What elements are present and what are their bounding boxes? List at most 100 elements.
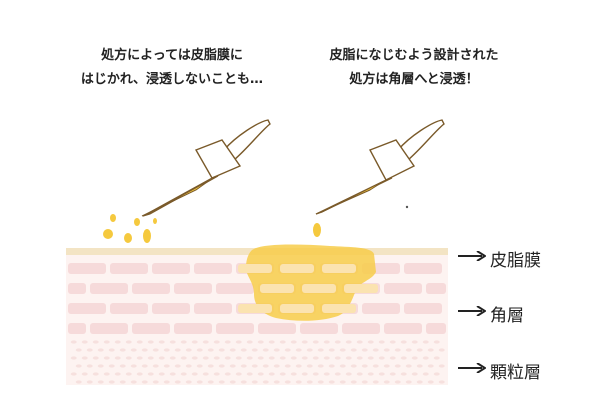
granular-dot [284,348,291,352]
granular-dot [328,380,335,384]
dropper-right [315,119,445,215]
granular-dot [273,364,280,368]
granular-dot [114,356,121,360]
granular-dot [202,340,209,344]
granular-dot [427,348,434,352]
granular-dot [147,372,154,376]
granular-dot [158,340,165,344]
skin-brick [174,283,212,294]
skin-brick [90,283,128,294]
granular-dot [141,348,148,352]
granular-dot [334,372,341,376]
granular-dot [378,340,385,344]
granular-dot [158,372,165,376]
granular-dot [86,348,93,352]
granular-dot [378,356,385,360]
granular-dot [361,348,368,352]
caption-right-line-2: 処方は角層へと浸透！ [349,72,479,87]
granular-dot [235,340,242,344]
granular-dot [229,364,236,368]
granular-dot [328,348,335,352]
granular-dot [438,364,445,368]
granular-dot [301,372,308,376]
granular-dot [125,340,132,344]
label-granular-text: 顆粒層 [490,363,541,383]
granular-dot [411,372,418,376]
granular-dot [257,372,264,376]
granular-dot [119,380,126,384]
caption-left-line-2: はじかれ、浸透しないことも… [80,72,264,87]
granular-dot [394,380,401,384]
granular-dot [92,372,99,376]
granular-dot [361,380,368,384]
skin-brick [404,263,442,274]
granular-dot [306,348,313,352]
granular-dot [367,340,374,344]
granular-dot [422,372,429,376]
granular-dot [405,348,412,352]
granular-dot [372,348,379,352]
skin-brick [132,283,170,294]
granular-dot [207,348,214,352]
granular-dot [312,340,319,344]
granular-dot [411,356,418,360]
granular-dot [257,356,264,360]
skin-brick [152,263,190,274]
skin-brick [68,283,86,294]
skin-brick [362,303,400,314]
granular-dot [251,348,258,352]
granular-dot [273,348,280,352]
granular-dot [185,380,192,384]
granular-dot [240,364,247,368]
skin-brick [216,283,254,294]
granular-dot [339,364,346,368]
granular-dot [213,356,220,360]
granular-dot [158,356,165,360]
granular-dot [163,364,170,368]
granular-dot [273,380,280,384]
skin-brick [68,303,106,314]
granular-dot [141,364,148,368]
granular-dot [174,364,181,368]
oil-brick [322,264,356,273]
granular-dot [383,364,390,368]
caption-right-line-1: 皮脂になじむよう設計された [329,48,499,63]
granular-dot [130,364,137,368]
granular-dot [367,356,374,360]
granular-dot [356,372,363,376]
granular-dot [213,340,220,344]
label-granular: 顆粒層 [458,358,541,383]
granular-dot [290,356,297,360]
granular-dot [284,364,291,368]
granular-dot [196,364,203,368]
granular-dot [169,340,176,344]
oil-brick [260,284,294,293]
granular-dot [70,356,77,360]
granular-dot [130,380,137,384]
skin-brick [384,283,422,294]
granular-dot [191,372,198,376]
granular-dot [163,380,170,384]
granular-dot [152,364,159,368]
skin-brick [68,323,86,334]
granular-dot [400,340,407,344]
caption-right: 皮脂になじむよう設計された 処方は角層へと浸透！ [294,44,534,92]
skin-brick [216,323,254,334]
granular-dot [246,372,253,376]
granular-dot [97,364,104,368]
granular-dot [141,380,148,384]
granular-dot [70,340,77,344]
granular-dot [81,356,88,360]
granular-dot [152,348,159,352]
skin-brick [194,263,232,274]
granular-dot [75,380,82,384]
granular-dot [169,372,176,376]
granular-dot [130,348,137,352]
granular-dot [70,372,77,376]
granular-dot [339,380,346,384]
granular-dot [119,348,126,352]
skin-brick [68,263,106,274]
skin-brick [300,323,338,334]
granular-dot [218,380,225,384]
granular-dot [394,364,401,368]
